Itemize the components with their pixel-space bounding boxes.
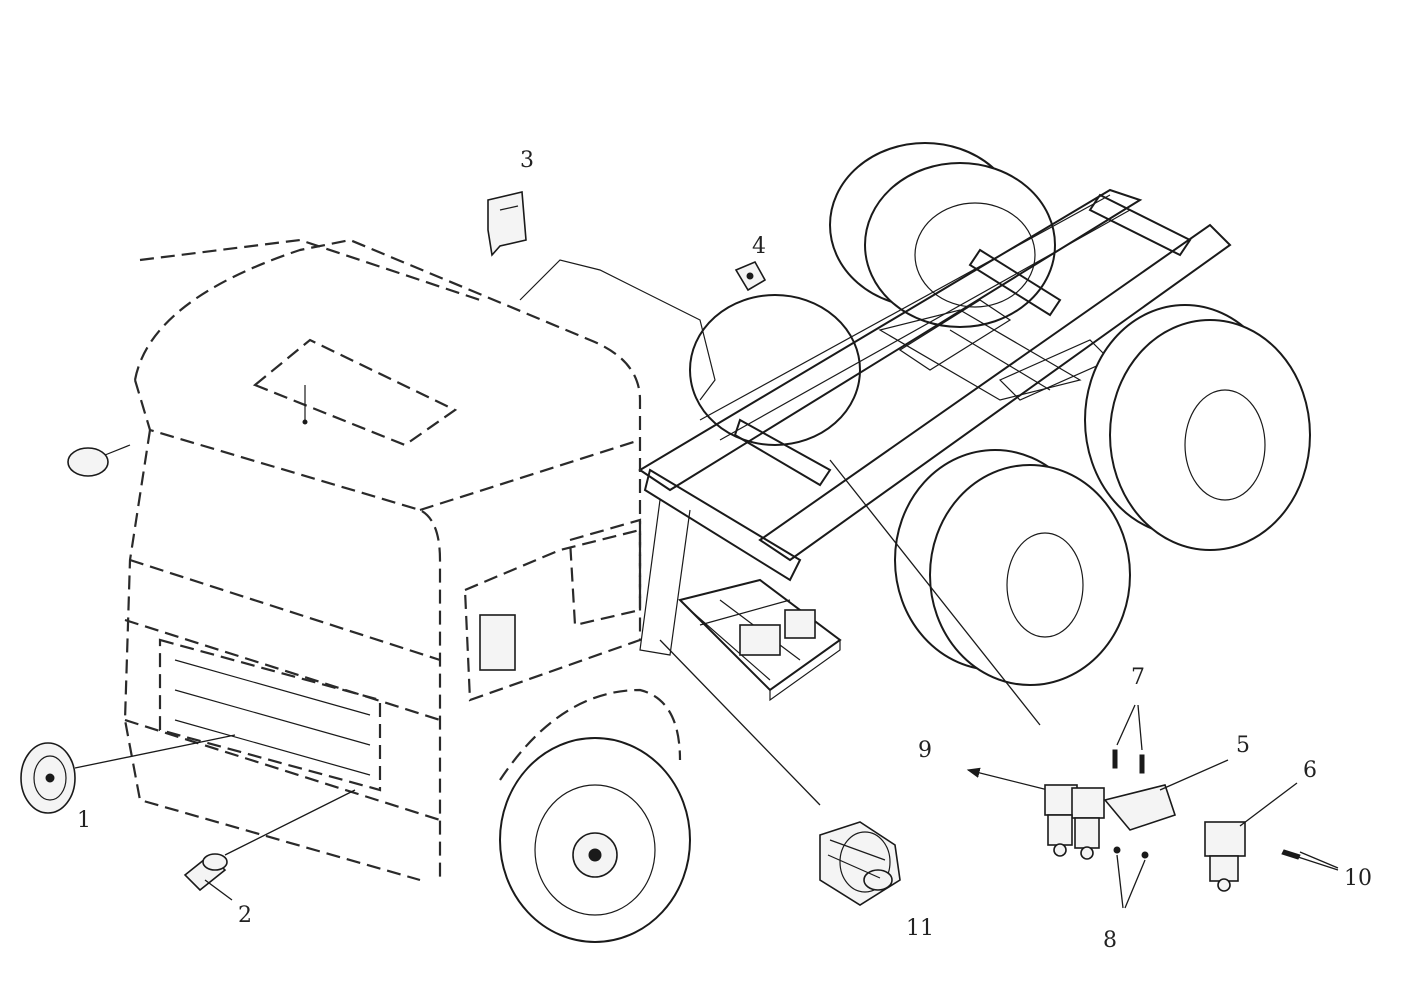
valve-assembly — [829, 459, 1339, 909]
part-1-horn — [20, 734, 236, 814]
callout-5: 5 — [1236, 733, 1250, 758]
callout-9: 9 — [918, 738, 932, 763]
part-4-switch — [734, 260, 767, 292]
callout-7: 7 — [1131, 665, 1145, 690]
part-11-valve — [659, 639, 901, 906]
battery-box — [678, 578, 842, 702]
cab-outline — [67, 238, 716, 882]
part-3-bracket — [487, 191, 527, 257]
rear-wheels-near — [894, 304, 1311, 686]
callout-10: 10 — [1344, 866, 1372, 891]
callout-2: 2 — [238, 903, 252, 928]
part-2-sensor — [183, 789, 356, 901]
callout-1: 1 — [77, 808, 91, 833]
callout-6: 6 — [1303, 758, 1317, 783]
callout-3: 3 — [520, 148, 534, 173]
rear-wheels-far — [689, 142, 1056, 446]
callout-4: 4 — [752, 234, 766, 259]
callout-8: 8 — [1103, 928, 1117, 953]
front-wheel — [499, 688, 691, 943]
callout-11: 11 — [906, 916, 934, 941]
